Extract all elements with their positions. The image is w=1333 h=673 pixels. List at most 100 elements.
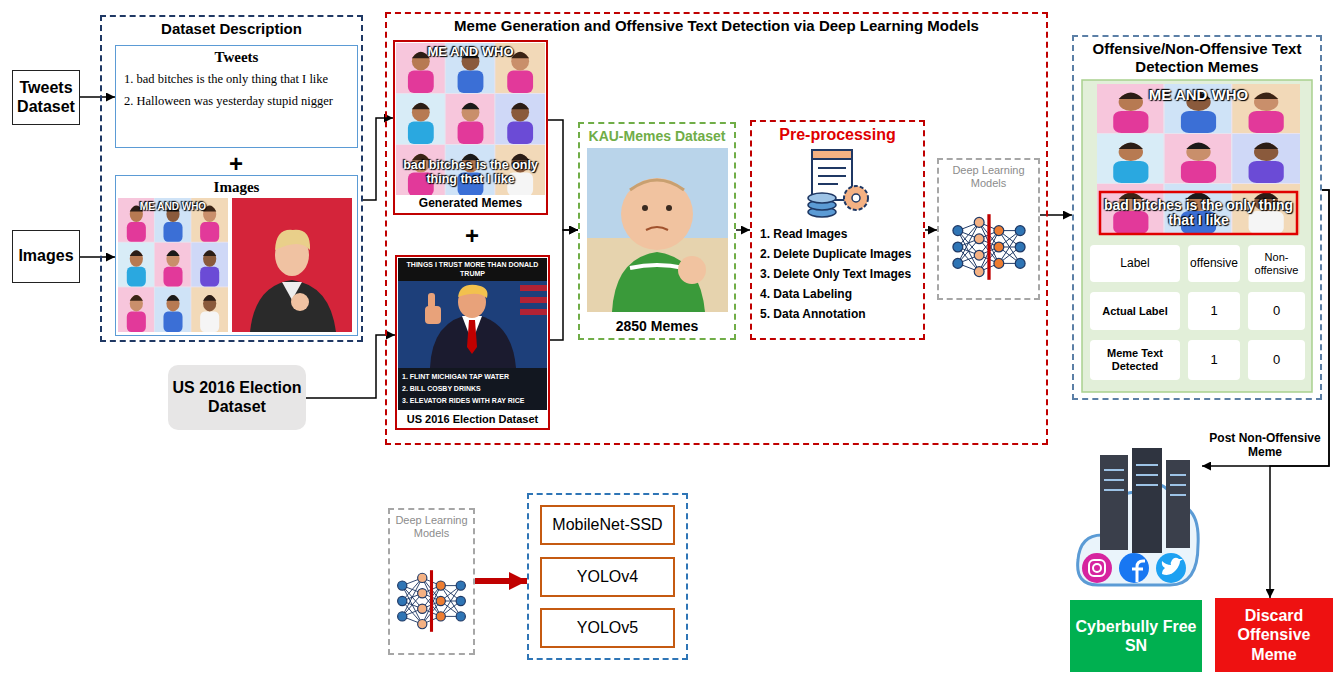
baby-meme-image (587, 148, 728, 312)
flow-arrow (80, 96, 115, 98)
process-box: Pre-processing 1. Read Images2. Delete Du… (750, 120, 925, 340)
person-image (232, 198, 352, 332)
preprocessing-icon (844, 186, 868, 210)
node-title: Pre-processing (779, 126, 895, 144)
model-name-box: MobileNet-SSD (540, 505, 675, 545)
dataset-box: KAU-Memes Dataset 2850 Memes (578, 122, 736, 340)
node-text: 5. Data Annotation (752, 304, 866, 324)
model-name-box: YOLOv4 (540, 557, 675, 597)
preprocessing-icon (812, 150, 852, 159)
person-image (275, 230, 310, 250)
model-group: MobileNet-SSDYOLOv4YOLOv5 (527, 493, 688, 660)
table-cell: 1 (1188, 340, 1240, 380)
flow-arrow (306, 335, 395, 398)
election-meme-image (428, 293, 435, 308)
baby-meme-image (621, 178, 693, 250)
node-title: Images (15, 247, 76, 265)
baby-meme-image (642, 205, 648, 211)
meme-box: Generated Memes (393, 40, 548, 215)
cloud-server-icon (1132, 561, 1145, 582)
flow-arrow (80, 256, 115, 258)
preprocessing-icon (818, 168, 846, 184)
preprocessing-icon (808, 150, 868, 217)
meme-text: 2. BILL COSBY DRINKS (402, 383, 546, 395)
images-box: Images (115, 175, 358, 336)
table-cell: 1 (1188, 292, 1240, 330)
cloud-server-icon (1132, 448, 1162, 553)
person-image (291, 293, 309, 311)
person-image (232, 198, 352, 332)
meme-text: bad bitches is the only thing that I lik… (1104, 195, 1293, 231)
node-text: 2850 Memes (616, 318, 699, 334)
baby-meme-image (630, 180, 684, 190)
flow-arrow (736, 229, 750, 231)
source-box: Tweets Dataset (12, 70, 80, 125)
discard-box: Discard Offensive Meme (1215, 598, 1333, 672)
table-cell: 0 (1248, 292, 1305, 330)
cloud-server-icon (1082, 553, 1112, 583)
result-panel (1248, 292, 1305, 330)
network-box: Cyberbully Free SN (1070, 440, 1202, 672)
flow-arrow (1040, 214, 1072, 216)
node-title: YOLOv4 (577, 568, 638, 586)
table-cell: offensive (1188, 245, 1240, 282)
cloud-server-icon (1119, 553, 1149, 583)
cloud-server-icon (1104, 465, 1186, 495)
cloud-server-icon (1162, 558, 1183, 575)
node-text: 2. Halloween was yesterday stupid nigger (116, 88, 339, 110)
node-title: Meme Generation and Offensive Text Detec… (440, 17, 993, 35)
result-panel (1097, 84, 1300, 234)
meme-collage-image (118, 198, 228, 332)
flow-arrow (363, 118, 393, 200)
node-title: Offensive/Non-Offensive Text Detection M… (1074, 40, 1320, 76)
node-text: 1. Read Images (752, 224, 847, 244)
meme-text: bad bitches is the only thing that I lik… (398, 150, 543, 195)
meme-text: ME AND WHO (118, 199, 228, 214)
neural-network-icon (953, 214, 1025, 280)
election-meme-image (398, 258, 547, 410)
result-panel (1090, 245, 1180, 282)
generated-meme-image (396, 43, 545, 196)
node-title: Images (214, 179, 260, 196)
plus-sign: + (458, 222, 486, 250)
table-cell: Meme Text Detected (1090, 340, 1180, 380)
cloud-server-icon (1089, 560, 1105, 576)
election-meme-image (520, 285, 547, 291)
result-panel (1090, 340, 1180, 380)
node-text: 4. Data Labeling (752, 284, 852, 304)
node-title: Tweets Dataset (13, 79, 79, 116)
node-title: Discard Offensive Meme (1215, 606, 1333, 664)
edge-label: Post Non-Offensive Meme (1205, 431, 1325, 460)
node-title: US 2016 Election Dataset (168, 379, 306, 416)
election-meme-image (398, 258, 547, 281)
table-cell: Non-offensive (1248, 245, 1305, 282)
meme-text: THINGS I TRUST MORE THAN DONALD TRUMP (400, 259, 545, 280)
result-panel (1188, 245, 1240, 282)
model-box: Deep Learning Models (937, 158, 1040, 300)
tweets-box: Tweets1. bad bitches is the only thing t… (115, 45, 358, 148)
group-region: Dataset DescriptionTweets1. bad bitches … (100, 15, 363, 342)
meme-collage-image (118, 198, 228, 332)
flow-arrow (550, 230, 578, 340)
result-panel (1082, 80, 1312, 392)
table-cell: 0 (1248, 340, 1305, 380)
result-panel (1082, 80, 1312, 392)
flow-arrow (1202, 190, 1329, 466)
result-panel (1248, 340, 1305, 380)
election-meme-image (398, 368, 547, 410)
flow-arrow (548, 120, 578, 230)
node-title: MobileNet-SSD (552, 516, 662, 534)
table-cell: Label (1090, 245, 1180, 282)
neural-network-icon (398, 570, 466, 632)
election-meme-image (467, 320, 477, 354)
baby-meme-image (630, 265, 684, 268)
flow-arrow (925, 229, 937, 231)
node-title: Dataset Description (147, 20, 316, 38)
result-panel (1100, 192, 1297, 234)
meme-text: ME AND WHO (396, 44, 545, 61)
node-title: US 2016 Election Dataset (397, 411, 548, 428)
node-text: 2. Delete Duplicate Images (752, 244, 911, 264)
cloud-server-icon (1156, 553, 1186, 583)
node-title: KAU-Memes Dataset (589, 128, 726, 144)
